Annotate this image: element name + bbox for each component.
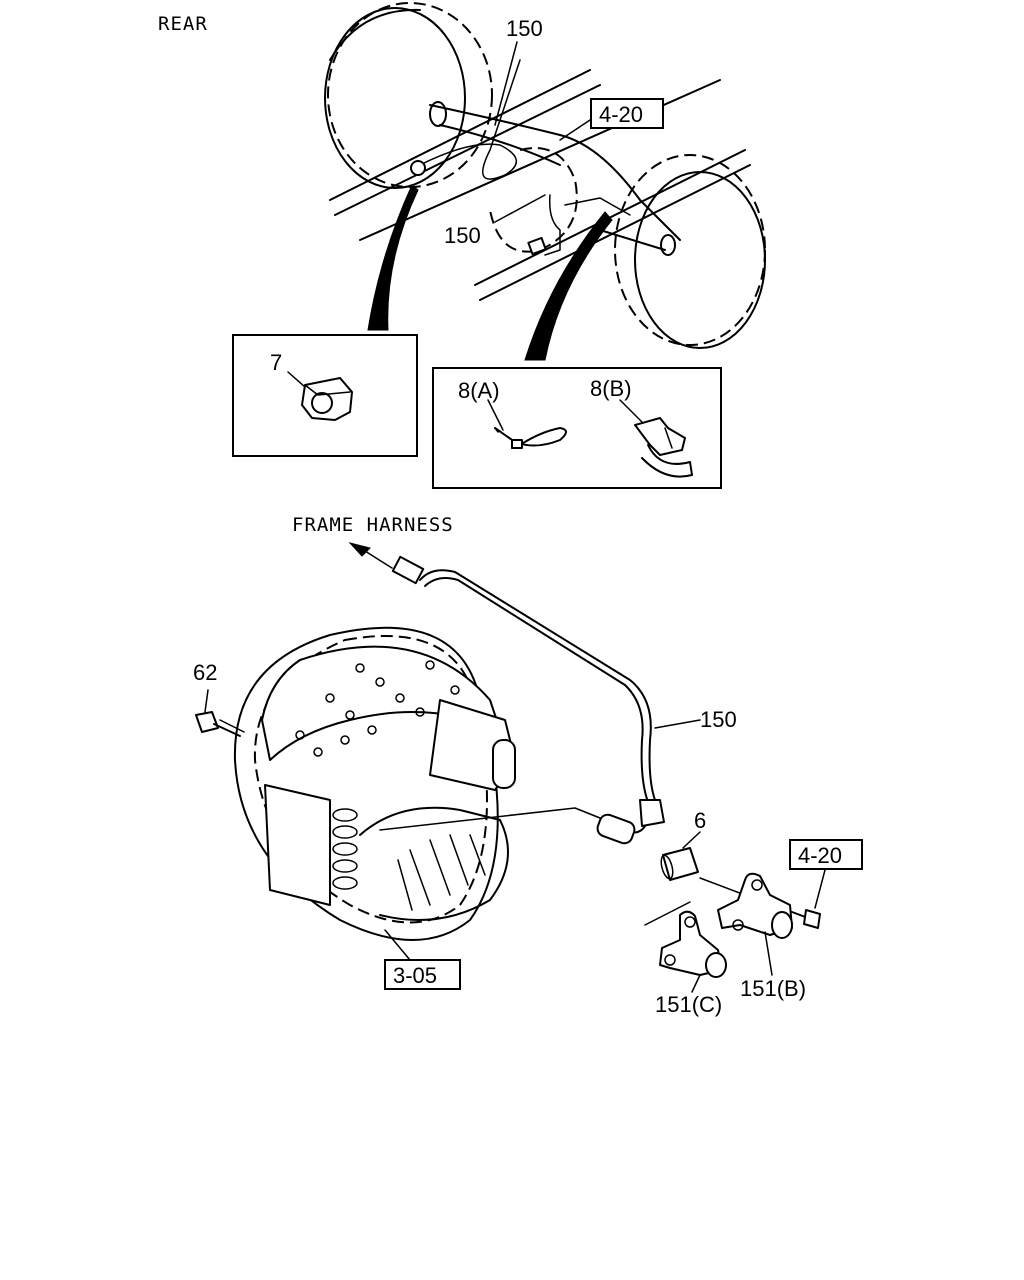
left-axle-end [429,101,447,127]
sensor-clip-left [410,160,426,176]
rear-axle-illustration [324,2,766,349]
leader-6 [682,831,701,849]
part-label-150-mid: 150 [444,223,481,248]
reference-drum-label: 3-05 [393,963,437,988]
cable-grommet [639,799,665,827]
sensor-mount-line [379,807,601,831]
frame-harness-arrow-shaft [364,550,393,569]
leader-150-mid [494,194,546,223]
reference-top-label: 4-20 [599,102,643,127]
part-label-150-top: 150 [506,16,543,41]
leader-151b [764,931,773,976]
part-label-7: 7 [270,350,282,375]
tone-ring [359,806,509,921]
right-axle-shaft [599,229,666,251]
leader-150-top [494,41,518,126]
direction-label: FRAME HARNESS [292,514,454,536]
sensor-sleeve-6 [660,831,746,896]
bracket-151c [644,901,727,993]
brake-drum-outer [233,626,499,941]
frame-rail-lower-2 [479,164,751,301]
part-label-8b: 8(B) [590,376,632,401]
sensor-cable-150 [348,542,701,845]
lining-rivets [295,660,460,757]
wheel-speed-sensor [596,813,636,845]
harness-connector [527,236,547,256]
brake-shoe-lining [261,645,501,761]
leader-8a [487,399,504,431]
leader-151c [691,974,701,993]
leader-ref-drum [384,929,411,961]
return-spring [332,808,358,890]
axle-tube-lower [439,124,561,166]
leader-150-lower [654,719,701,729]
backing-plate-pad [264,784,331,906]
bracket-151b-bore [771,911,793,939]
harness-plug [391,555,425,585]
cable-inner [424,577,649,803]
differential-housing [489,147,578,253]
bracket-151c-guide [644,901,691,926]
left-wheel-edge [329,8,421,61]
leader-8b [619,399,643,423]
leader-7 [287,371,306,388]
sleeve-to-bracket-line [699,877,746,896]
cable-tie-8a [487,399,567,449]
part-label-6: 6 [694,808,706,833]
reference-bracket-label: 4-20 [798,843,842,868]
reference-box-bracket[interactable]: 4-20 [789,839,863,870]
bracket-151c-bore [705,952,727,978]
leader-62 [204,689,209,713]
bracket-bolt [791,869,826,929]
leader-ref-bracket [814,869,826,909]
right-axle-end [660,234,676,256]
reference-box-drum[interactable]: 3-05 [384,959,461,990]
tone-ring-teeth [397,834,486,911]
callout-wedge-right [524,211,613,361]
right-wheel-face [634,171,766,349]
anchor-pin [492,739,516,789]
harness-clip-line [564,197,631,216]
part-label-151b: 151(B) [740,976,806,1001]
bolt-62 [195,689,245,737]
harness-route-left [419,59,521,180]
harness-route-right [544,194,561,256]
clamp-8b [619,399,693,478]
bracket-151b [717,872,793,976]
reference-box-top[interactable]: 4-20 [590,98,664,129]
left-wheel-outline [327,2,493,188]
brake-assembly [233,626,601,961]
left-wheel-face [324,7,466,189]
cable-outer [419,569,656,801]
clip-part-7 [287,371,353,421]
leader-ref-top [559,119,591,141]
detail-box-ties [432,367,722,489]
frame-harness-arrow [348,542,371,557]
frame-rail-upper-2 [334,84,601,216]
view-label: REAR [158,13,208,35]
part-label-151c: 151(C) [655,992,722,1017]
part-label-150-lower: 150 [700,707,737,732]
axle-tube [429,104,681,241]
right-wheel-outline [614,154,766,346]
frame-rail-upper-1 [329,69,591,201]
callout-wedge-left [367,184,419,331]
brake-drum-rim [253,635,488,924]
part-label-8a: 8(A) [458,378,500,403]
part-label-62: 62 [193,660,217,685]
frame-rail-mid-1 [359,79,721,241]
